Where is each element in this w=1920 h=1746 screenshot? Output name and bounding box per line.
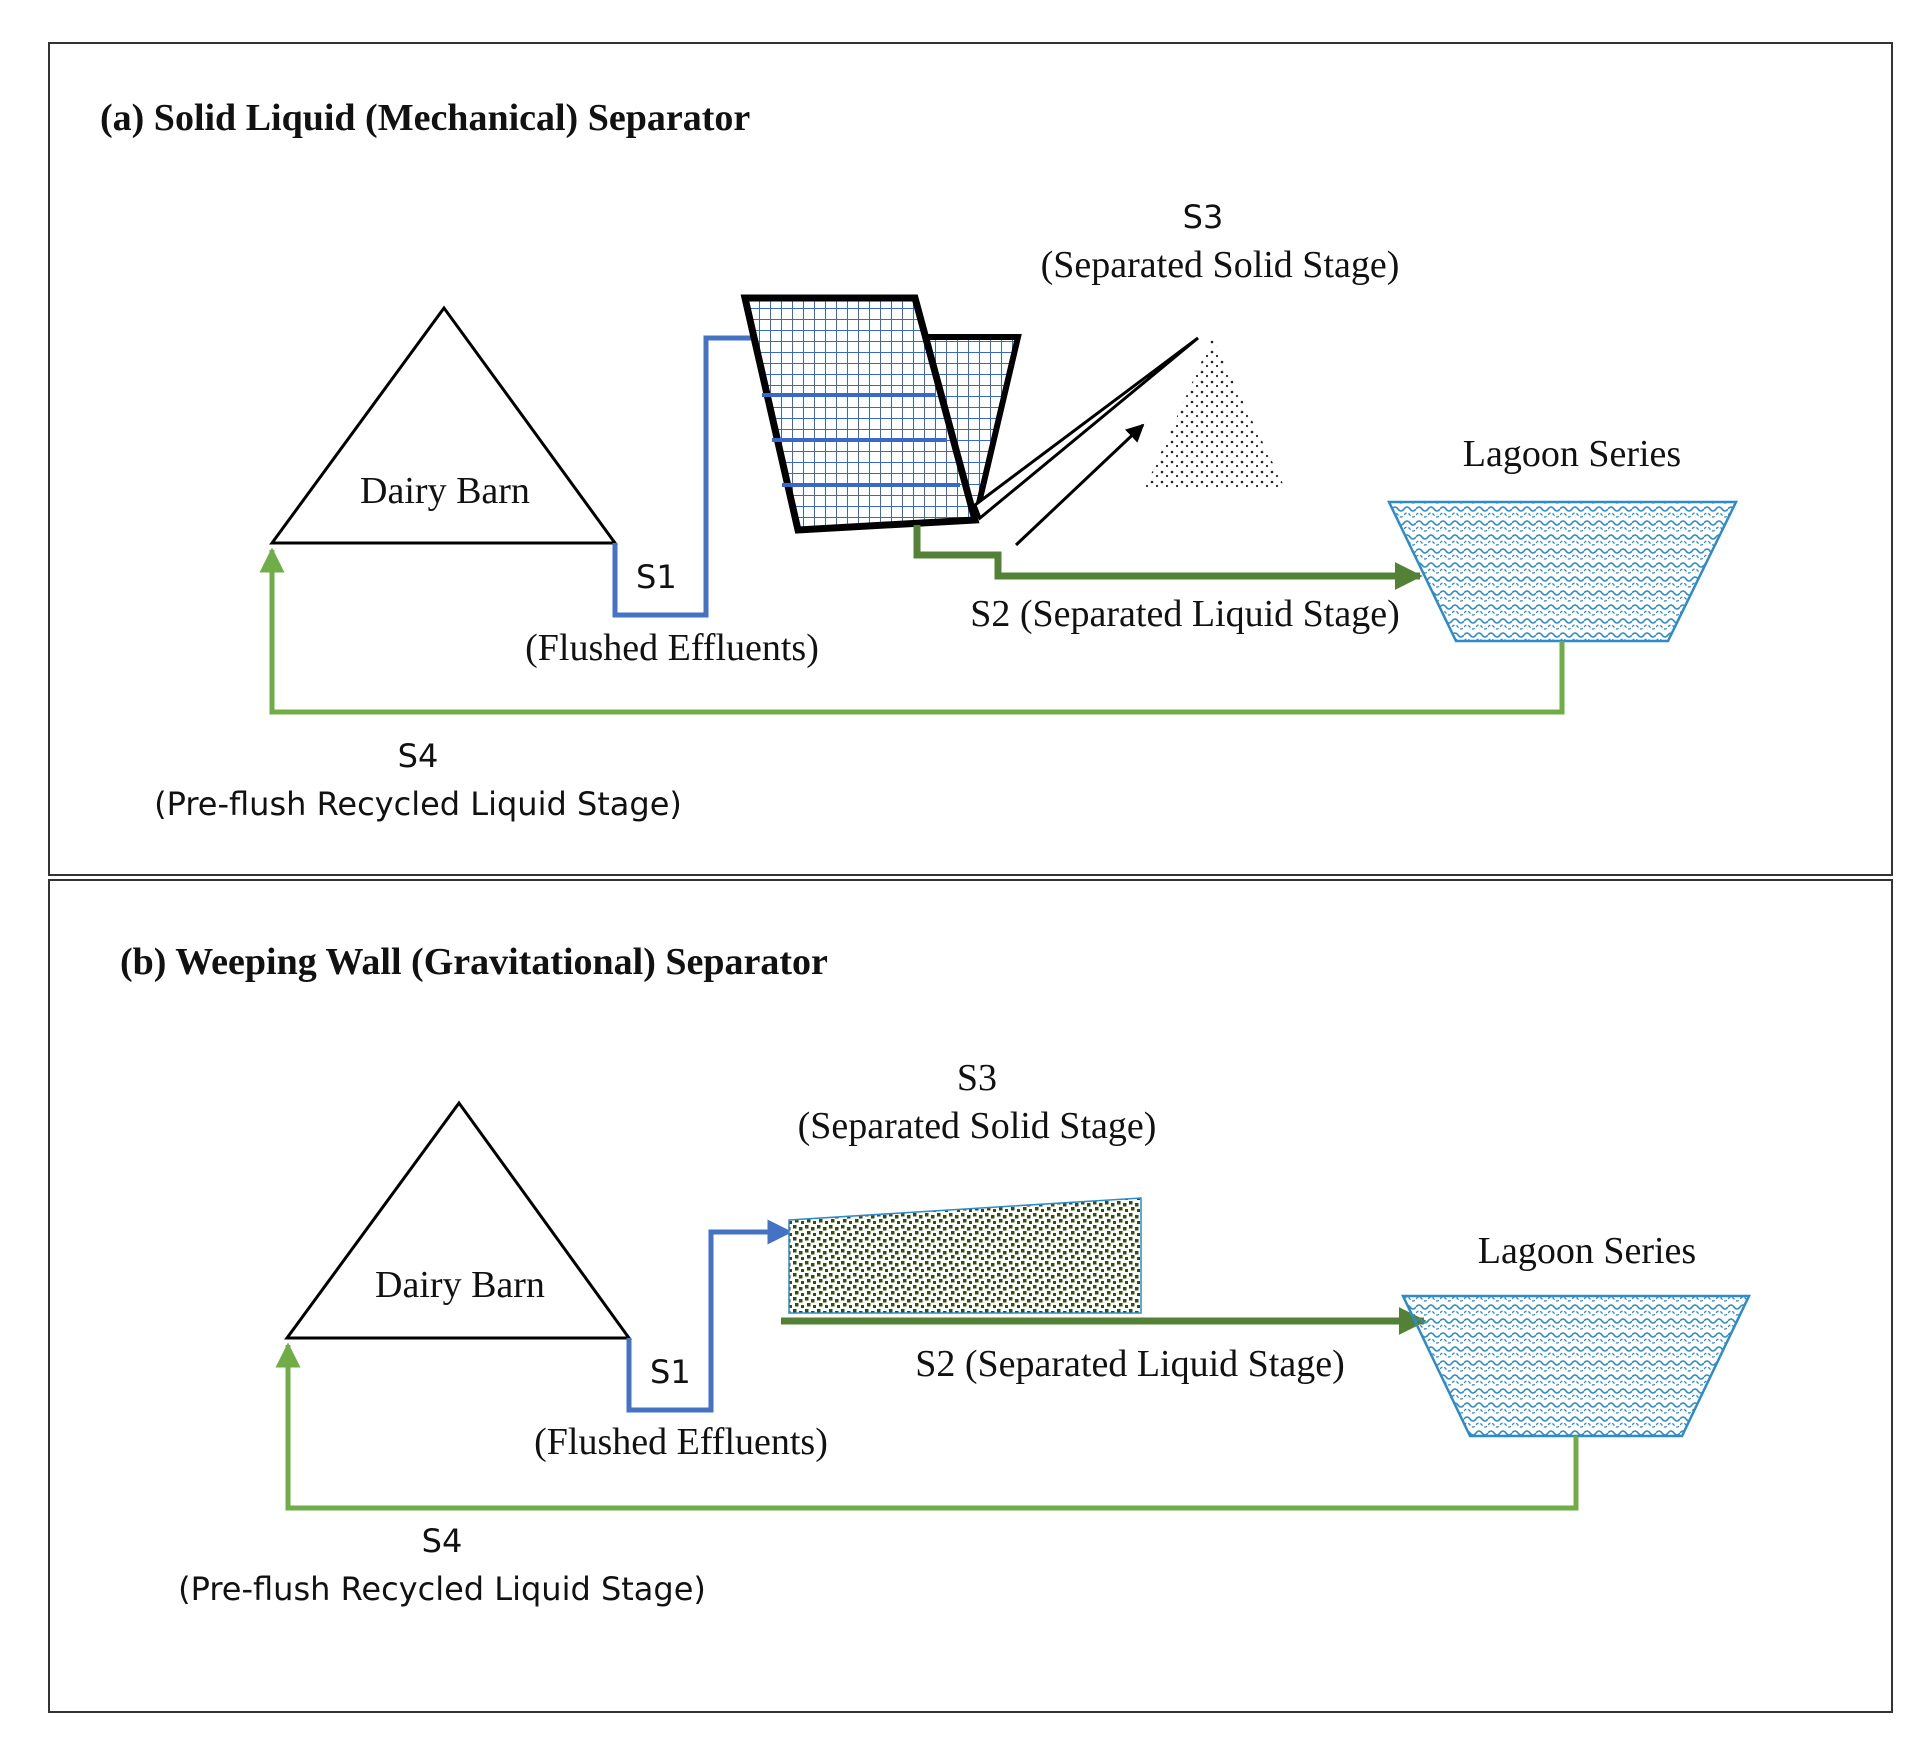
- separated-solid-pile: [1145, 338, 1285, 488]
- weeping-wall-solids: [788, 1197, 1142, 1314]
- s3-description: (Separated Solid Stage): [1041, 244, 1400, 286]
- s1-label: S1: [650, 1353, 691, 1391]
- s1-flow-line: [612, 325, 793, 618]
- panel-a-title: (a) Solid Liquid (Mechanical) Separator: [100, 97, 750, 139]
- solid-chute: [973, 336, 1199, 521]
- dairy-barn-label: Dairy Barn: [375, 1264, 545, 1306]
- s3-label: S3: [1183, 198, 1224, 236]
- panel-b: (b) Weeping Wall (Gravitational) Separat…: [48, 879, 1893, 1713]
- s3-description: (Separated Solid Stage): [798, 1105, 1157, 1147]
- s1-description: (Flushed Effluents): [534, 1421, 828, 1463]
- s2-flow-line: [913, 525, 1423, 590]
- s4-recycle-line: [259, 547, 1565, 715]
- s2-label: S2 (Separated Liquid Stage): [915, 1343, 1345, 1385]
- s4-description: (Pre-flush Recycled Liquid Stage): [154, 785, 682, 823]
- panel-b-title: (b) Weeping Wall (Gravitational) Separat…: [120, 941, 828, 983]
- s1-label: S1: [636, 558, 677, 596]
- s4-description: (Pre-flush Recycled Liquid Stage): [178, 1570, 706, 1608]
- dairy-barn-label: Dairy Barn: [360, 470, 530, 512]
- screen-separator-front: [740, 294, 980, 534]
- lagoon-label: Lagoon Series: [1478, 1230, 1696, 1272]
- panel-a: (a) Solid Liquid (Mechanical) Separator …: [48, 42, 1893, 876]
- solid-chute-arrow: [1014, 423, 1145, 547]
- s1-description: (Flushed Effluents): [525, 627, 819, 669]
- dairy-barn-shape: [269, 305, 618, 545]
- lagoon-series-shape: [1387, 500, 1739, 643]
- lagoon-series-shape: [1401, 1294, 1751, 1438]
- s1-flow-line: [626, 1219, 793, 1413]
- screen-blue-bars: [762, 393, 960, 487]
- s2-label: S2 (Separated Liquid Stage): [970, 593, 1400, 635]
- s4-recycle-line: [275, 1342, 1579, 1511]
- s3-label: S3: [957, 1057, 997, 1099]
- lagoon-label: Lagoon Series: [1463, 433, 1681, 475]
- dairy-barn-shape: [284, 1100, 632, 1340]
- s4-label: S4: [422, 1522, 463, 1560]
- s4-label: S4: [398, 737, 439, 775]
